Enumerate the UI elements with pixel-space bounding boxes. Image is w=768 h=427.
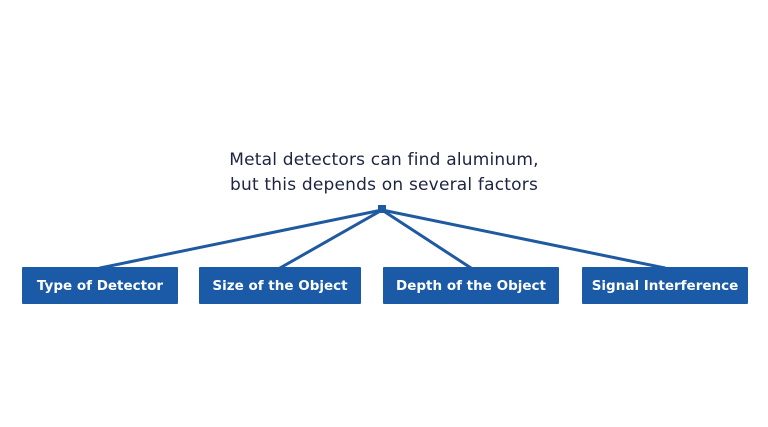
factor-label: Size of the Object [212,277,348,294]
root-title-line-1: Metal detectors can find aluminum, [229,150,539,170]
connector-line-signal-interference [380,208,667,270]
factor-box-signal-interference: Signal Interference [582,267,748,304]
factor-label: Signal Interference [591,277,739,294]
connector-line-size-of-the-object [278,208,384,270]
factor-box-depth-of-the-object: Depth of the Object [383,267,559,304]
factor-box-type-of-detector: Type of Detector [22,267,178,304]
root-title-line-2: but this depends on several factors [230,175,538,195]
connector-line-type-of-detector [98,208,384,270]
connector-line-depth-of-the-object [380,208,473,270]
connector-junction [378,205,386,213]
factor-label: Depth of the Object [396,277,546,294]
factor-box-size-of-the-object: Size of the Object [199,267,361,304]
factor-label: Type of Detector [36,277,164,294]
